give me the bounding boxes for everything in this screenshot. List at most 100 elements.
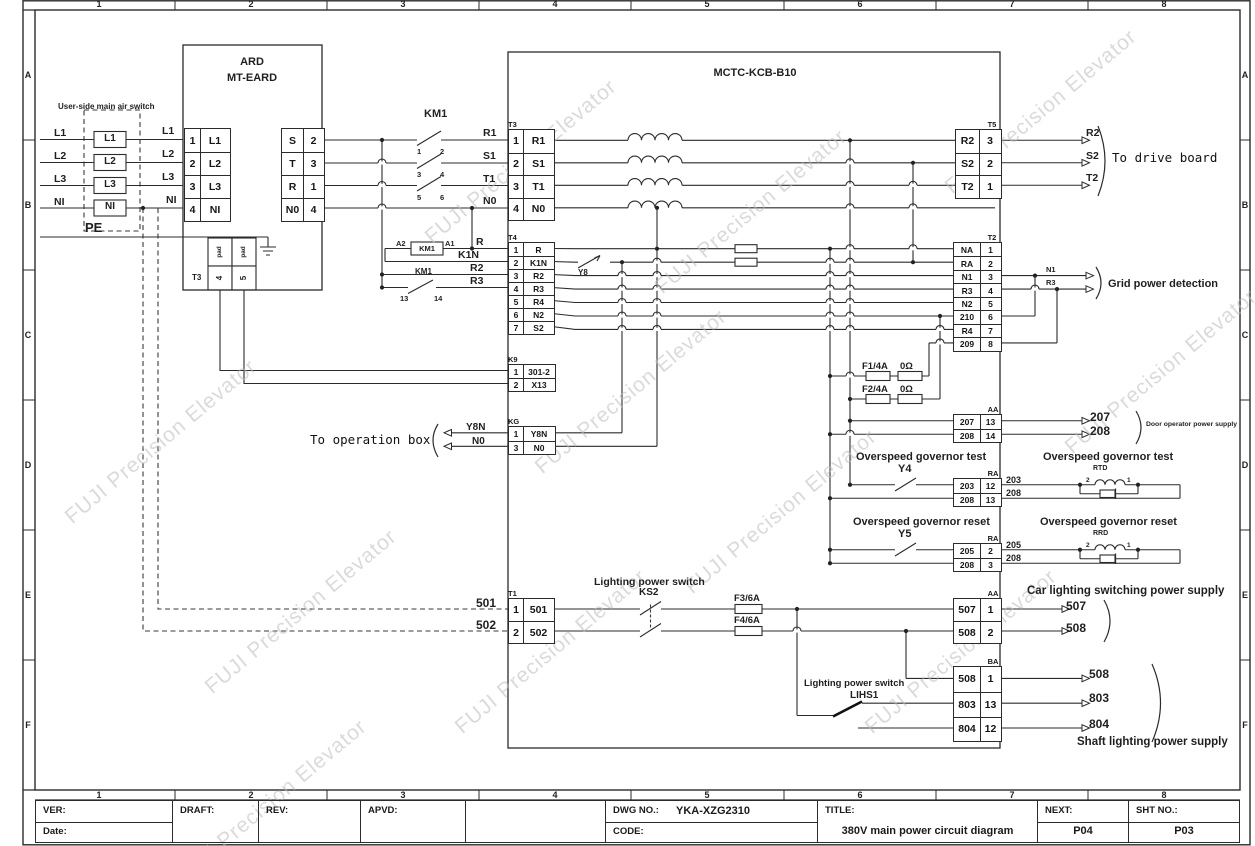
label-drv_r2: R2 [1086, 127, 1100, 139]
terminal-row: 3 N0 [509, 440, 555, 454]
terminal-cell: 207 [954, 415, 981, 429]
terminal-cell: S2 [956, 153, 980, 175]
label-rn1: 1 [1127, 542, 1131, 549]
terminal-cell: 301-2 [528, 366, 550, 377]
terminal-cell: 4 [509, 283, 524, 295]
frame-col-8: 8 [1161, 0, 1167, 9]
terminal-cell: 1 [987, 604, 994, 616]
label-r1: R1 [483, 127, 497, 139]
label-km1_aux: KM1 [415, 266, 432, 276]
ver-label: VER: [43, 805, 66, 816]
frame-col-6: 6 [857, 790, 863, 800]
terminal-cell: 6 [988, 312, 993, 323]
terminal-cell: 4 [509, 198, 524, 220]
label-l2_in: L2 [54, 150, 67, 162]
title-block-empty-cell [466, 801, 606, 842]
label-drv_t2: T2 [1086, 172, 1099, 184]
terminal-cell: N2 [954, 297, 981, 311]
terminal-cell: 5 [988, 298, 993, 309]
label-s804: 804 [1089, 716, 1110, 731]
frame-col-6: 6 [857, 0, 863, 9]
frame-row-E: E [1241, 590, 1249, 600]
label-rrd: RRD [1093, 530, 1109, 537]
terminal-row: 210 6 [954, 310, 1001, 324]
label-car: Car lighting switching power supply [1027, 585, 1225, 597]
terminal-block-header-aa_car: AA [987, 589, 999, 598]
terminal-cell: N0 [533, 442, 545, 453]
terminal-cell: 2 [310, 134, 317, 147]
terminal-cell: N0 [282, 199, 304, 221]
label-ohm_a: 0Ω [900, 361, 913, 372]
label-door: Door operator power supply [1146, 421, 1238, 428]
label-c507: 507 [1066, 599, 1087, 613]
terminal-cell: 210 [954, 311, 981, 324]
title-block: VER: Date: DRAFT: REV: APVD: DWG NO.: YK… [35, 800, 1240, 843]
terminal-cell: 1 [988, 244, 993, 255]
title-block-draft-cell: DRAFT: [173, 801, 259, 842]
label-l2_out: L2 [162, 148, 175, 160]
frame-row-D: D [24, 460, 32, 470]
label-s803: 803 [1089, 691, 1110, 705]
label-tn2: 2 [1086, 477, 1090, 484]
terminal-block-header-t4: T4 [508, 233, 517, 242]
label-user_switch: User-side main air switch [58, 102, 155, 111]
frame-row-A: A [24, 70, 32, 80]
terminal-cell: 3 [509, 441, 524, 454]
label-c508: 508 [1066, 621, 1087, 635]
label-c13: 13 [400, 294, 409, 303]
terminal-cell: 209 [954, 338, 981, 351]
terminal-cell: R3 [954, 284, 981, 297]
code-label: CODE: [613, 826, 644, 837]
label-c14: 14 [434, 294, 443, 303]
frame-row-B: B [24, 200, 32, 210]
terminal-cell: 12 [984, 723, 997, 736]
terminal-cell: 4 [988, 285, 993, 296]
frame-col-3: 3 [400, 790, 406, 800]
terminal-cell: RA [954, 257, 981, 270]
terminal-block-header-ra_test: RA [987, 469, 999, 478]
terminal-cell: R2 [956, 130, 980, 153]
terminal-cell: 1 [310, 181, 317, 193]
terminal-cell: 7 [509, 322, 524, 334]
title-block-dwg-cell: DWG NO.: YKA-XZG2310 CODE: [606, 801, 818, 842]
label-c4: 4 [440, 170, 445, 179]
terminal-cell: 2 [988, 258, 993, 269]
label-ni_box: NI [105, 201, 115, 212]
label-l1_out: L1 [162, 125, 175, 137]
label-s1: S1 [483, 150, 496, 162]
sht-no-label: SHT NO.: [1136, 805, 1178, 816]
terminal-cell: 12 [985, 480, 996, 491]
label-grid_r3: R3 [1046, 278, 1056, 287]
terminal-cell: 7 [988, 325, 993, 336]
terminal-cell: R [282, 176, 304, 198]
label-rn2: 2 [1086, 542, 1090, 549]
next-value: P04 [1073, 825, 1093, 837]
frame-col-5: 5 [704, 790, 710, 800]
terminal-cell: 508 [954, 667, 981, 692]
terminal-cell: 508 [954, 622, 981, 643]
frame-row-B: B [1241, 200, 1249, 210]
terminal-cell: R2 [533, 271, 544, 281]
terminal-cell: 2 [509, 257, 524, 269]
label-t3_pad: T3 [192, 273, 202, 282]
label-w501: 501 [476, 595, 497, 610]
terminal-cell: R4 [533, 297, 544, 307]
label-y8n: Y8N [466, 421, 486, 433]
